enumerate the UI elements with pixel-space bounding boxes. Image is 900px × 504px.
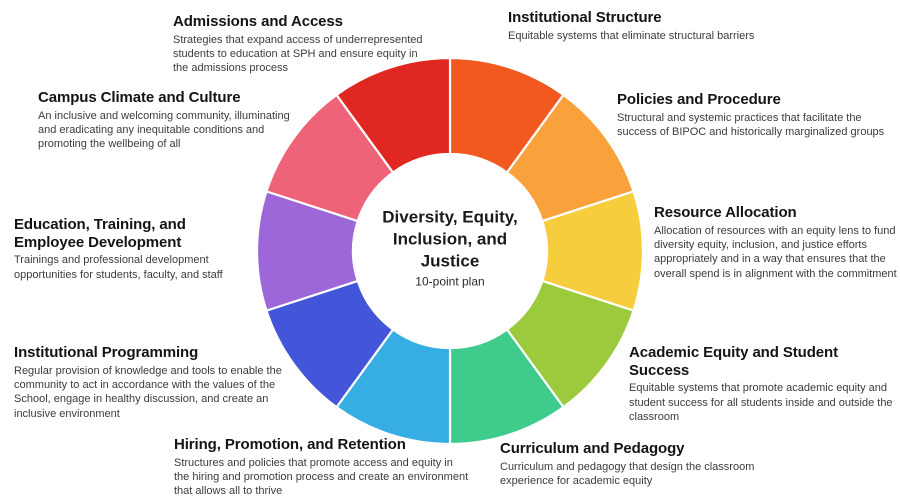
- donut-svg: [255, 56, 645, 446]
- label-campus-climate-and-culture: Campus Climate and Culture An inclusive …: [38, 89, 304, 152]
- label-hiring-promotion-and-retention: Hiring, Promotion, and Retention Structu…: [174, 436, 470, 499]
- segment-title: Hiring, Promotion, and Retention: [174, 436, 406, 453]
- segment-description: Structural and systemic practices that f…: [617, 111, 885, 138]
- segment-title: Resource Allocation: [654, 204, 797, 221]
- segment-description: Strategies that expand access of underre…: [173, 33, 423, 75]
- label-institutional-programming: Institutional Programming Regular provis…: [14, 344, 310, 421]
- segment-description: Equitable systems that eliminate structu…: [508, 29, 755, 42]
- segment-title: Institutional Structure: [508, 9, 662, 26]
- segment-title: Curriculum and Pedagogy: [500, 440, 685, 457]
- segment-description: An inclusive and welcoming community, il…: [38, 109, 290, 151]
- segment-description: Regular provision of knowledge and tools…: [14, 364, 282, 420]
- label-institutional-structure: Institutional Structure Equitable system…: [508, 9, 808, 43]
- donut-center-title: Diversity, Equity, Inclusion, and Justic…: [382, 207, 518, 271]
- label-admissions-and-access: Admissions and Access Strategies that ex…: [173, 13, 435, 76]
- label-resource-allocation: Resource Allocation Allocation of resour…: [654, 204, 898, 281]
- segment-description: Equitable systems that promote academic …: [629, 382, 893, 423]
- label-academic-equity-and-student-success: Academic Equity and Student Success Equi…: [629, 344, 899, 424]
- donut-center-subtitle: 10-point plan: [415, 274, 485, 289]
- segment-title: Admissions and Access: [173, 13, 343, 30]
- segment-title: Campus Climate and Culture: [38, 89, 241, 106]
- segment-title: Education, Training, and Employee Develo…: [14, 216, 186, 251]
- segment-title: Academic Equity and Student Success: [629, 344, 838, 379]
- segment-description: Allocation of resources with an equity l…: [654, 224, 897, 280]
- label-curriculum-and-pedagogy: Curriculum and Pedagogy Curriculum and p…: [500, 440, 786, 488]
- label-education-training-and-employee-development: Education, Training, and Employee Develo…: [14, 216, 254, 282]
- label-policies-and-procedure: Policies and Procedure Structural and sy…: [617, 91, 891, 139]
- segment-title: Policies and Procedure: [617, 91, 781, 108]
- segment-title: Institutional Programming: [14, 344, 199, 361]
- segment-description: Trainings and professional development o…: [14, 254, 223, 281]
- donut-segment-admissions-and-access: [335, 56, 452, 174]
- segment-description: Structures and policies that promote acc…: [174, 456, 469, 498]
- segment-description: Curriculum and pedagogy that design the …: [500, 460, 755, 487]
- dei-donut-chart: [255, 56, 645, 446]
- donut-center-label: Diversity, Equity, Inclusion, and Justic…: [369, 207, 531, 290]
